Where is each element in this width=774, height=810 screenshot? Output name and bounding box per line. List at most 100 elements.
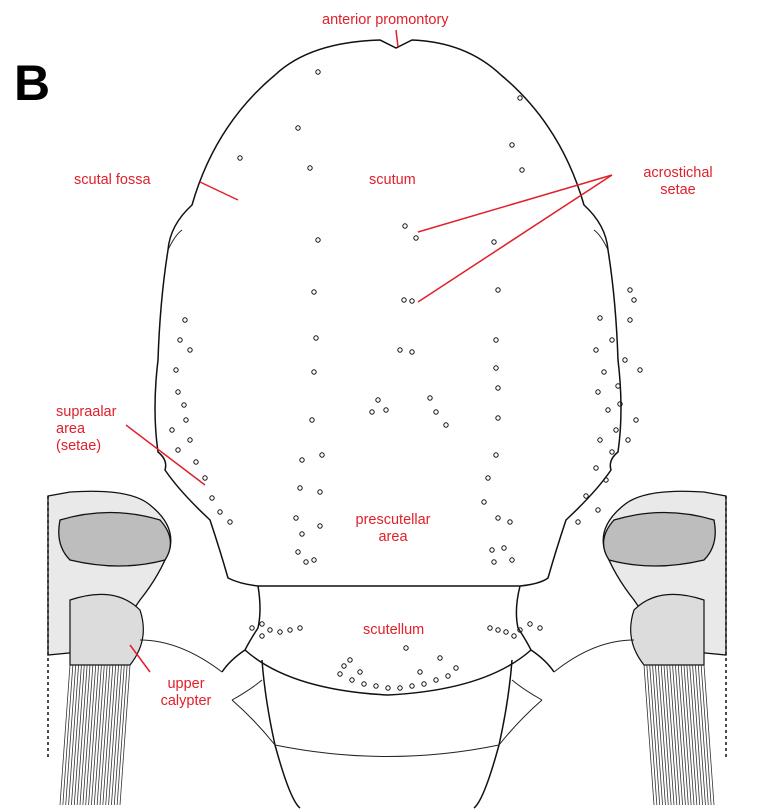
right-wing-base — [603, 491, 726, 805]
wing-vein — [111, 665, 121, 805]
seta-dot — [628, 318, 632, 322]
wing-vein — [114, 665, 124, 805]
wing-vein — [664, 665, 674, 805]
seta-dot — [374, 684, 378, 688]
seta-dot — [596, 508, 600, 512]
seta-dot — [386, 686, 390, 690]
seta-dot — [496, 628, 500, 632]
seta-dot — [434, 678, 438, 682]
label-scutal-fossa: scutal fossa — [74, 172, 151, 189]
wing-vein — [673, 665, 683, 805]
seta-dot — [510, 143, 514, 147]
wing-vein — [97, 665, 107, 805]
wing-vein — [695, 665, 705, 805]
wing-vein — [117, 665, 127, 805]
seta-dot — [508, 520, 512, 524]
seta-dot — [496, 288, 500, 292]
seta-dot — [294, 516, 298, 520]
seta-dot — [626, 438, 630, 442]
seta-dot — [260, 622, 264, 626]
wing-vein — [74, 665, 84, 805]
wing-vein — [650, 665, 660, 805]
label-supraalar-area: supraalar area (setae) — [56, 404, 116, 455]
wing-vein — [60, 665, 70, 805]
seta-dot — [296, 126, 300, 130]
seta-dot — [410, 299, 414, 303]
wing-vein — [91, 665, 101, 805]
seta-dot — [376, 398, 380, 402]
left-wing-base — [48, 491, 171, 805]
wing-vein — [684, 665, 694, 805]
seta-dot — [496, 416, 500, 420]
seta-dot — [348, 658, 352, 662]
seta-dot — [370, 410, 374, 414]
seta-dot — [218, 510, 222, 514]
seta-dot — [250, 626, 254, 630]
seta-dot — [610, 338, 614, 342]
wing-vein — [644, 665, 654, 805]
seta-dot — [404, 646, 408, 650]
seta-dot — [203, 476, 207, 480]
seta-dot — [402, 298, 406, 302]
seta-dot — [188, 438, 192, 442]
scutellum-lower — [262, 660, 512, 808]
seta-dot — [350, 678, 354, 682]
seta-dot — [584, 494, 588, 498]
wing-vein — [83, 665, 93, 805]
seta-dot — [446, 674, 450, 678]
seta-dot — [610, 450, 614, 454]
wing-vein — [701, 665, 711, 805]
seta-dot — [174, 368, 178, 372]
seta-dot — [488, 626, 492, 630]
seta-dot — [494, 453, 498, 457]
wing-vein — [658, 665, 668, 805]
seta-dot — [318, 490, 322, 494]
seta-dot — [398, 348, 402, 352]
seta-dot — [598, 438, 602, 442]
wing-vein — [80, 665, 90, 805]
seta-dot — [518, 96, 522, 100]
seta-dot — [362, 682, 366, 686]
seta-dot — [598, 316, 602, 320]
wing-vein — [698, 665, 708, 805]
seta-dot — [632, 298, 636, 302]
wing-vein — [647, 665, 657, 805]
seta-dot — [176, 390, 180, 394]
seta-dot — [454, 666, 458, 670]
label-scutellum: scutellum — [363, 622, 424, 639]
leader-lines — [126, 30, 612, 672]
seta-dot — [504, 630, 508, 634]
seta-dot — [538, 626, 542, 630]
seta-dot — [602, 370, 606, 374]
seta-dot — [606, 408, 610, 412]
seta-dot — [634, 418, 638, 422]
wing-vein — [103, 665, 113, 805]
seta-dot — [428, 396, 432, 400]
wing-vein — [86, 665, 96, 805]
wing-vein — [109, 665, 119, 805]
scutellum-outline — [245, 586, 531, 695]
seta-dot — [268, 628, 272, 632]
seta-dot — [616, 384, 620, 388]
seta-dot — [178, 338, 182, 342]
wing-vein — [66, 665, 76, 805]
seta-dot — [316, 70, 320, 74]
label-scutum: scutum — [369, 172, 416, 189]
seta-dot — [482, 500, 486, 504]
label-prescutellar-area: prescutellar area — [348, 512, 438, 546]
seta-dot — [422, 682, 426, 686]
left-wing-veins — [60, 665, 130, 805]
seta-dot — [183, 318, 187, 322]
seta-dot — [312, 370, 316, 374]
seta-dot — [623, 358, 627, 362]
wing-vein — [100, 665, 110, 805]
seta-dot — [304, 560, 308, 564]
seta-dot — [576, 520, 580, 524]
seta-dot — [512, 634, 516, 638]
label-anterior-promontory: anterior promontory — [322, 12, 449, 29]
seta-dot — [614, 428, 618, 432]
seta-dot — [338, 672, 342, 676]
right-wing-veins — [644, 665, 714, 805]
seta-dot — [596, 390, 600, 394]
